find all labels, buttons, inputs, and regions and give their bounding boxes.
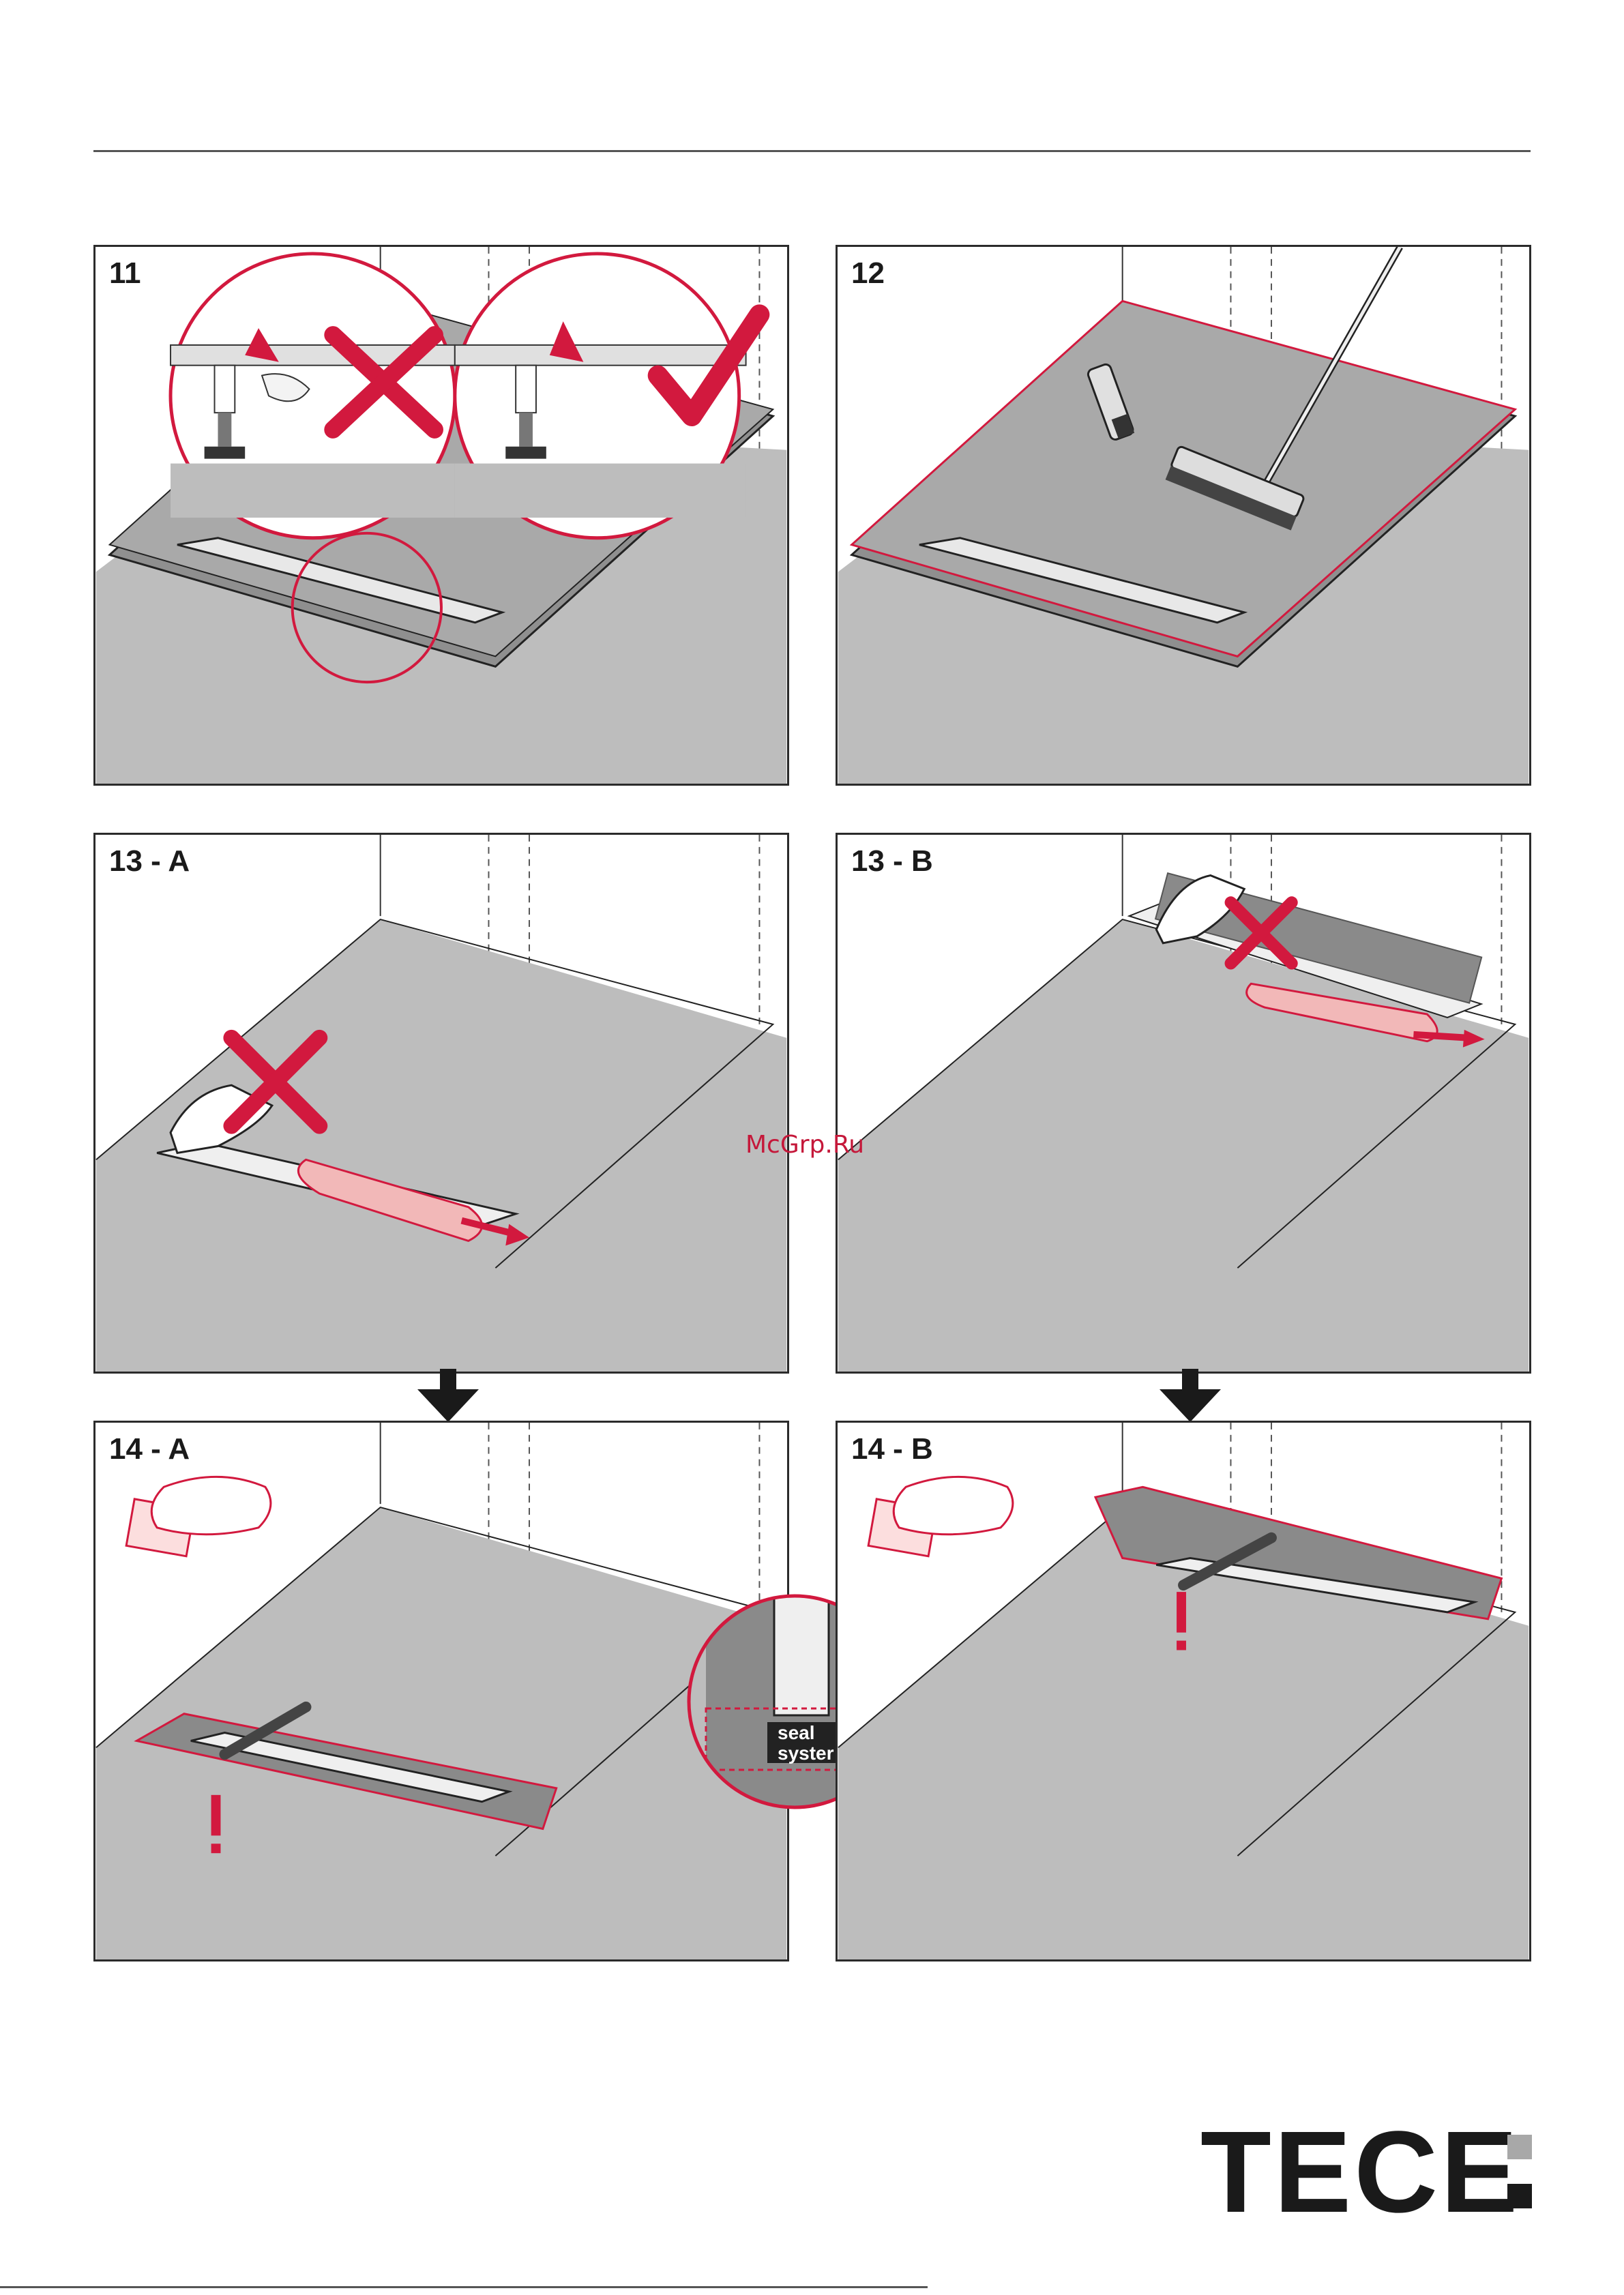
header-rule: [93, 150, 1531, 152]
illustration-membrane-check: [95, 247, 787, 784]
tape-roll-icon: [126, 1477, 271, 1556]
step-label: 14 - B: [851, 1432, 933, 1466]
illustration-remove-film-wrong: [95, 835, 787, 1372]
step-panel-12: 12: [836, 245, 1531, 786]
step-panel-13b: 13 - B: [836, 833, 1531, 1374]
arrow-down-icon: [1160, 1369, 1221, 1423]
step-panel-14a: 14 - A: [93, 1421, 789, 1961]
step-panel-13a: 13 - A: [93, 833, 789, 1374]
step-panel-11: 11: [93, 245, 789, 786]
exclamation-icon: [1177, 1592, 1186, 1650]
illustration-remove-film-tape: [838, 835, 1529, 1372]
footer-rule: [0, 2286, 928, 2288]
logo-mark-icon: [1507, 2135, 1532, 2237]
arrow-down-icon: [417, 1369, 479, 1423]
tape-roll-icon: [868, 1477, 1013, 1556]
tape-text-system: syster: [778, 1743, 834, 1764]
exclamation-icon: [211, 1795, 221, 1853]
illustration-apply-seal-tape: [95, 1423, 787, 1959]
watermark: McGrp.Ru: [745, 1131, 864, 1159]
tape-text-seal: seal: [778, 1722, 815, 1743]
step-label: 13 - A: [109, 844, 190, 878]
step-panel-14b: 14 - B: [836, 1421, 1531, 1961]
step-label: 14 - A: [109, 1432, 190, 1466]
illustration-cut-and-clean: [838, 247, 1529, 784]
step-label: 13 - B: [851, 844, 933, 878]
step-label: 12: [851, 256, 885, 291]
step-label: 11: [109, 256, 141, 291]
illustration-apply-seal-tape-wall: [838, 1423, 1529, 1959]
brand-logo: TECE: [1200, 2114, 1520, 2230]
